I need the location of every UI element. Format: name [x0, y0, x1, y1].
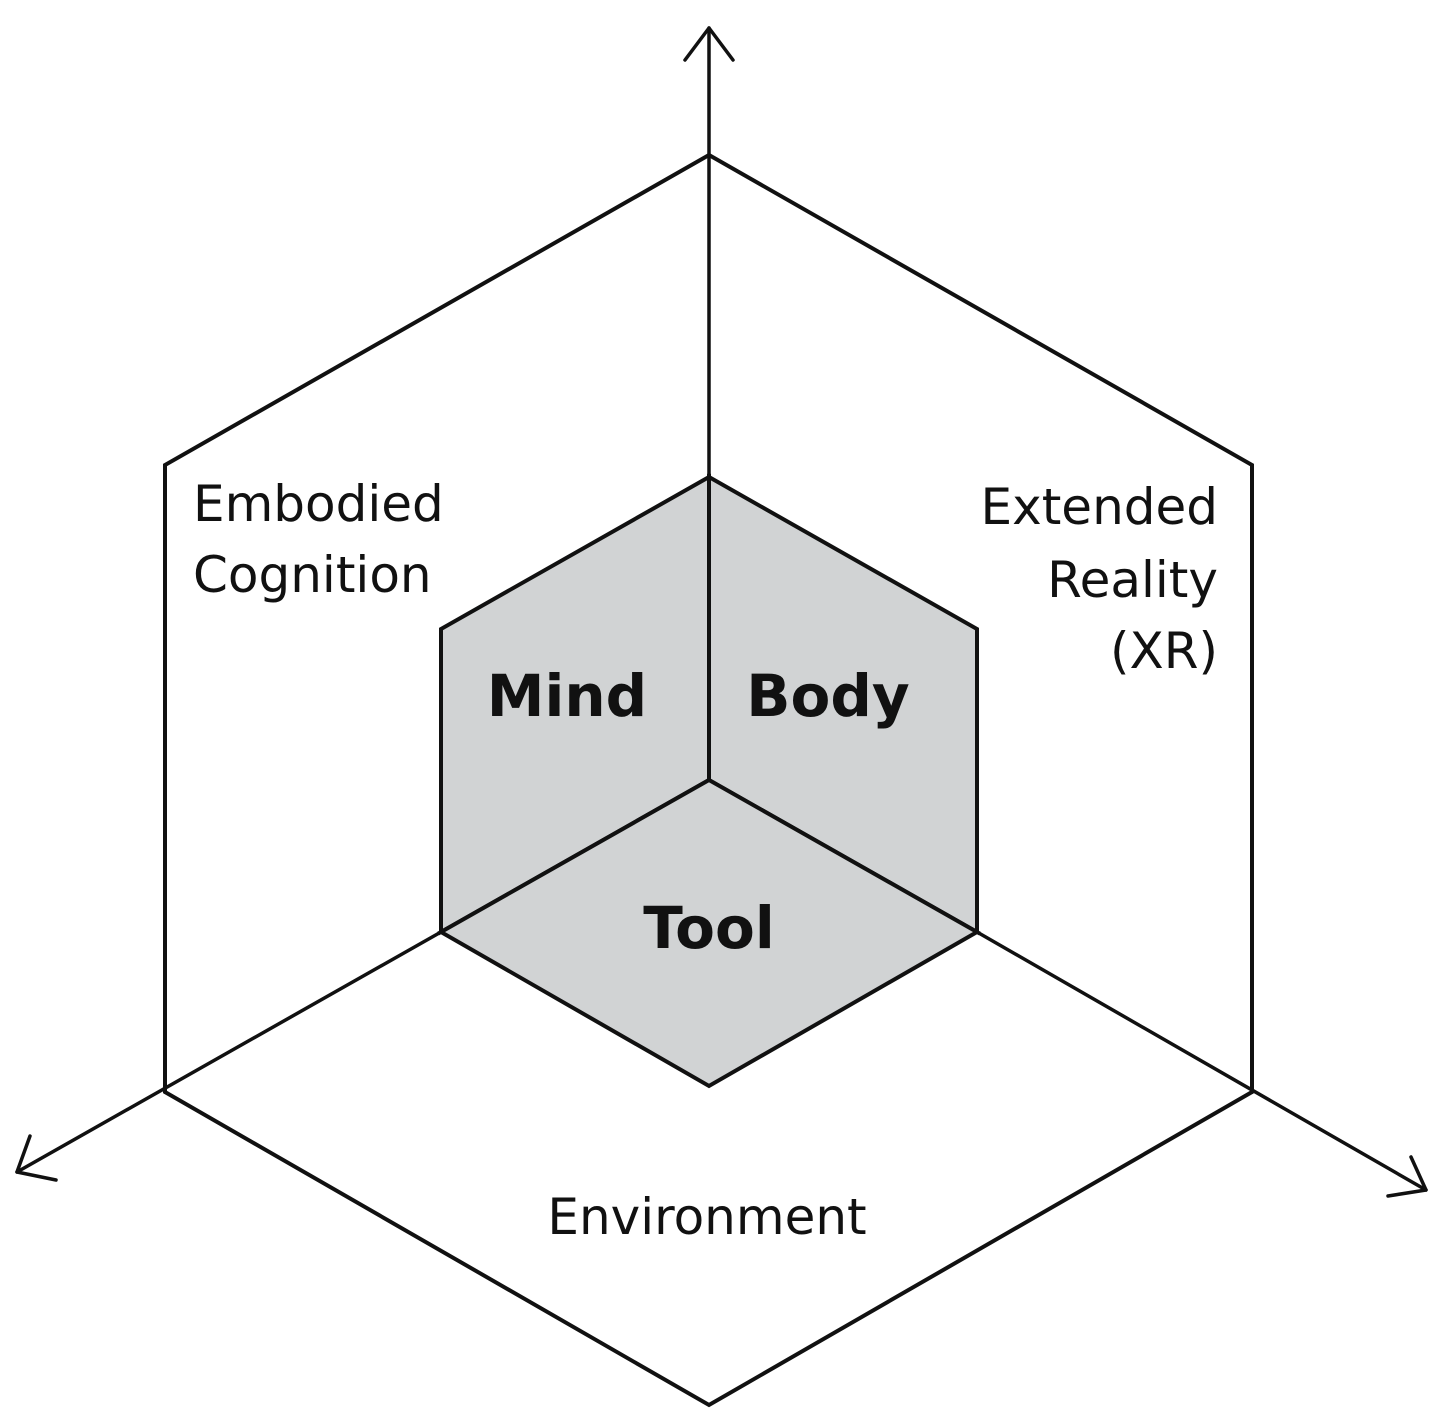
- right-axis-line: [975, 930, 1428, 1192]
- left-axis-line: [15, 930, 443, 1174]
- mind-label: Mind: [487, 662, 647, 730]
- floor-rhombus-outline: [163, 1090, 1254, 1408]
- environment-label: Environment: [547, 1188, 866, 1246]
- extended-reality-label-line2: Reality: [1047, 551, 1218, 609]
- right-panel-outline: [707, 153, 1254, 1094]
- embodied-cognition-label-line2: Cognition: [193, 546, 432, 604]
- down-left-arrow-icon: [15, 1134, 58, 1182]
- tool-label: Tool: [643, 894, 774, 962]
- tool-face: [436, 777, 982, 1089]
- left-panel-outline: [163, 153, 711, 1094]
- extended-reality-label-line1: Extended: [981, 478, 1218, 536]
- extended-reality-label-line3: (XR): [1110, 622, 1218, 680]
- up-arrow-icon: [683, 26, 735, 62]
- down-right-arrow-icon: [1386, 1155, 1428, 1198]
- embodied-cognition-label-line1: Embodied: [193, 475, 444, 533]
- body-label: Body: [746, 662, 909, 730]
